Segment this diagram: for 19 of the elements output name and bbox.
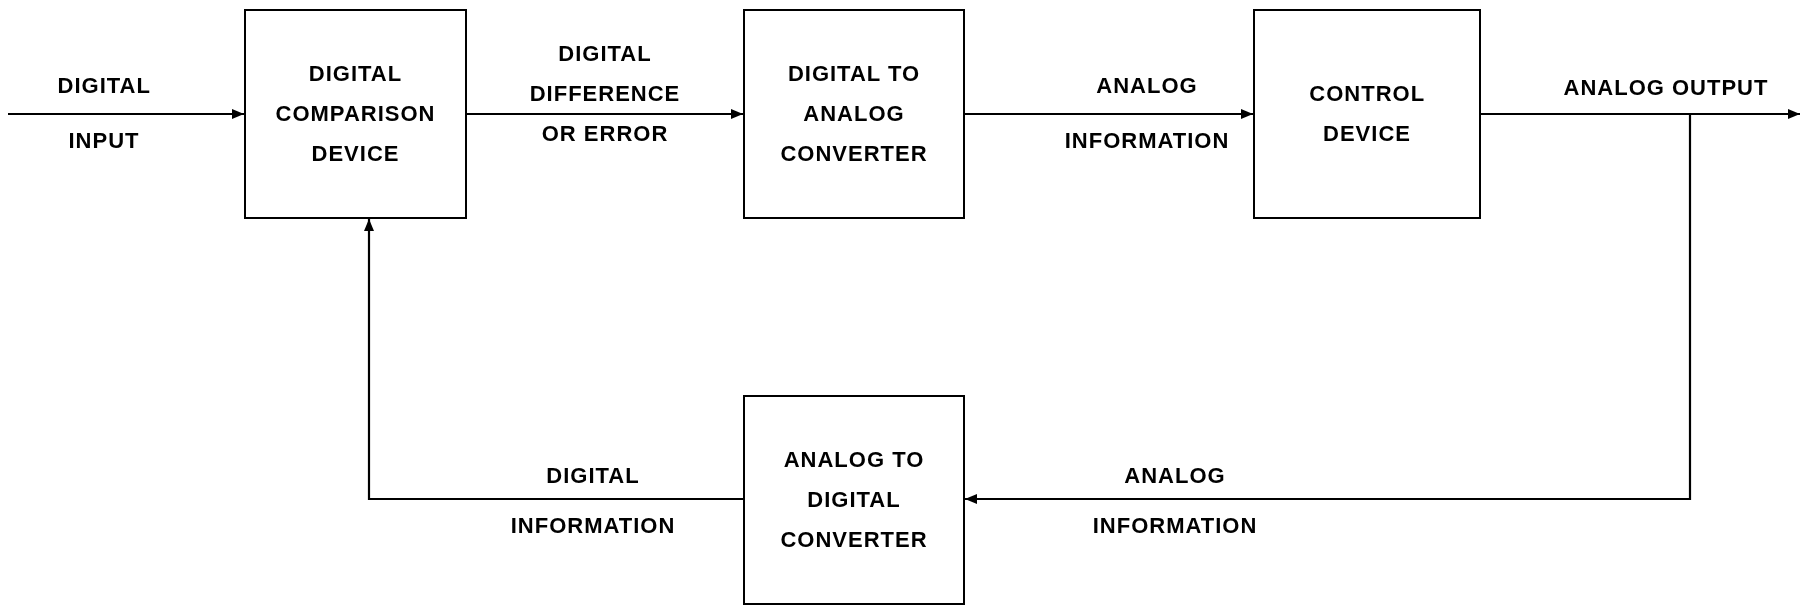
process-box [743,395,965,605]
arrow [965,112,1692,504]
process-box [1253,9,1481,219]
box-label: DIGITAL TO ANALOG CONVERTER [780,60,928,168]
arrow [364,219,743,501]
edge-label: ANALOG INFORMATION [1064,72,1230,155]
box-label: DIGITAL COMPARISON DEVICE [275,60,436,168]
edge-label: ANALOG OUTPUT [1563,74,1769,102]
edge-label: ANALOG INFORMATION [1092,462,1258,540]
process-box [743,9,965,219]
box-label: CONTROL DEVICE [1309,80,1425,148]
process-box [244,9,467,219]
edge-label: DIGITAL INPUT [57,72,151,155]
edge-label: DIGITAL INFORMATION [510,462,676,540]
arrow [8,109,244,119]
box-label: ANALOG TO DIGITAL CONVERTER [780,446,928,554]
arrow [965,109,1253,119]
arrow [467,109,743,119]
edge-label: DIGITAL DIFFERENCE OR ERROR [528,40,682,148]
